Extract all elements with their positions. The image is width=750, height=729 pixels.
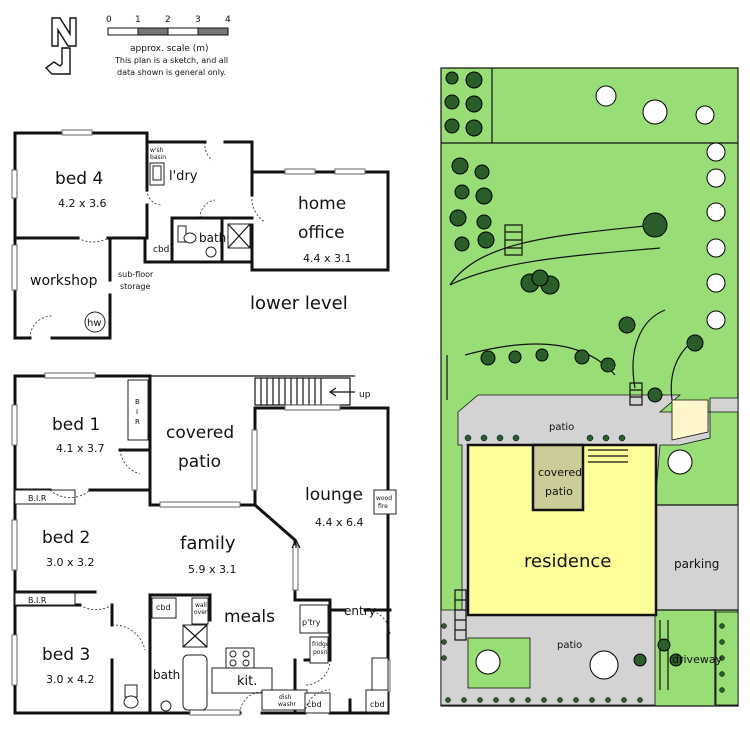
site-plan: patio covered patio residence parking pa… — [440, 67, 739, 707]
wash-basin-label-1: w'sh — [150, 147, 164, 154]
meals-label: meals — [224, 607, 275, 627]
bed3-bir-label: B.I.R — [28, 596, 47, 605]
bed4-label: bed 4 — [55, 169, 103, 189]
north-label: N — [62, 13, 63, 15]
wood-fire-label-2: fire — [378, 503, 388, 510]
scale-bar: 0 1 2 3 4 approx. scale (m) This plan is… — [106, 15, 231, 77]
lounge-dims: 4.4 x 6.4 — [315, 516, 364, 529]
lower-level-title: lower level — [250, 293, 348, 314]
front-cupboard-label: cbd — [370, 700, 385, 709]
fridge-label-1: fridge — [312, 641, 330, 648]
bir-label-b: B — [135, 398, 140, 406]
site-patio-bottom-label: patio — [557, 640, 582, 651]
scale-tick-3: 3 — [195, 15, 201, 25]
subfloor-label-2: storage — [120, 282, 150, 291]
dishwasher-label-1: dish — [279, 694, 292, 701]
dishwasher-label-2: washr — [278, 701, 297, 708]
bed2-dims: 3.0 x 3.2 — [46, 556, 95, 569]
bed2-bir-label: B.I.R — [28, 494, 47, 503]
scale-caption: approx. scale (m) — [130, 44, 209, 54]
pantry-label: p'try — [302, 618, 321, 627]
entry-label: entry — [344, 604, 376, 618]
kitchen-label: kit. — [237, 674, 257, 689]
north-arrow: N — [44, 13, 77, 75]
bed3-label: bed 3 — [42, 645, 90, 665]
site-covered-patio-label-1: covered — [538, 466, 582, 479]
home-office-dims: 4.4 x 3.1 — [303, 252, 352, 265]
site-hedge — [441, 434, 725, 703]
site-covered-patio-label-2: patio — [545, 485, 573, 498]
bed2-label: bed 2 — [42, 528, 90, 548]
scale-tick-2: 2 — [165, 15, 171, 25]
site-lawn-strip — [715, 611, 739, 706]
stairs — [254, 377, 355, 406]
site-patio-top-label: patio — [549, 422, 574, 433]
scale-note-line2: data shown is general only. — [117, 68, 226, 77]
site-trees — [444, 71, 704, 676]
site-parking-label: parking — [674, 557, 719, 571]
laundry-label: l'dry — [169, 169, 198, 184]
bir-label-r: R — [135, 418, 140, 426]
lower-cupboard-label: cbd — [153, 245, 169, 255]
fridge-label-2: posn — [313, 649, 328, 656]
home-office-label-2: office — [298, 223, 345, 243]
site-covered-patio — [531, 443, 585, 512]
scale-tick-0: 0 — [106, 15, 112, 25]
wall-oven-label-2: oven — [194, 609, 209, 616]
lower-level-plan: bed 4 4.2 x 3.6 l'dry w'sh basin bath cb… — [11, 129, 390, 340]
subfloor-label-1: sub-floor — [118, 270, 154, 279]
wood-fire-label-1: wood — [376, 495, 392, 502]
upper-level-plan: bed 1 4.1 x 3.7 B I R covered patio up l… — [11, 372, 397, 716]
kitchen-cupboard-label: cbd — [156, 603, 171, 612]
family-label: family — [180, 533, 236, 554]
stairs-label: up — [359, 390, 371, 400]
site-outline-trees — [475, 85, 726, 680]
workshop-label: workshop — [30, 273, 98, 289]
bed4-dims: 4.2 x 3.6 — [58, 197, 107, 210]
scale-tick-1: 1 — [135, 15, 141, 25]
bed1-label: bed 1 — [52, 415, 100, 435]
bir-label-i: I — [136, 408, 138, 416]
wash-basin-label-2: basin — [150, 154, 166, 161]
wall-oven-label-1: wall — [195, 602, 207, 609]
scale-tick-4: 4 — [225, 15, 231, 25]
home-office-label-1: home — [298, 194, 346, 214]
bed3-dims: 3.0 x 4.2 — [46, 673, 95, 686]
lounge-label: lounge — [305, 485, 363, 505]
lower-bath-label: bath — [199, 231, 226, 245]
entry-cupboard-label: cbd — [307, 700, 322, 709]
scale-note-line1: This plan is a sketch, and all — [114, 56, 228, 65]
family-dims: 5.9 x 3.1 — [188, 563, 237, 576]
upper-covered-patio-label-2: patio — [178, 452, 221, 472]
bed1-dims: 4.1 x 3.7 — [56, 442, 105, 455]
site-residence-label: residence — [524, 551, 611, 572]
site-driveway-label: driveway — [672, 653, 723, 666]
upper-bath-label: bath — [153, 668, 180, 682]
upper-covered-patio-label-1: covered — [166, 423, 234, 443]
site-deck — [671, 399, 709, 441]
hot-water-label: hw — [87, 318, 102, 329]
